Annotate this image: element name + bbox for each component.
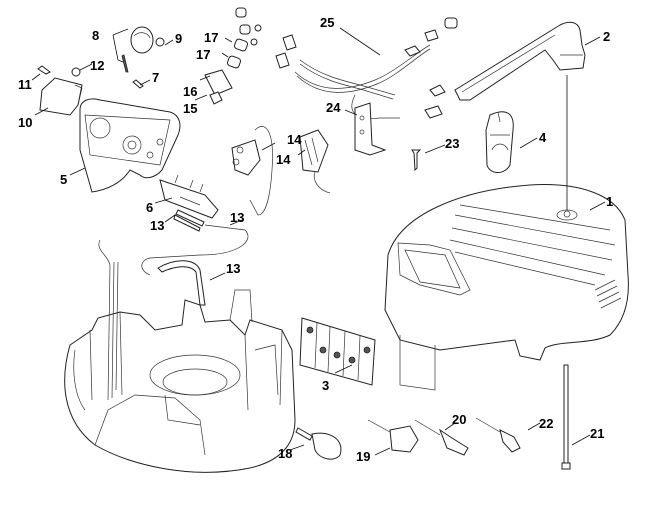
screw-7 [132,79,144,89]
hose-set [294,17,458,119]
callout-6: 6 [146,200,153,215]
plug-au [475,417,521,453]
callout-21: 21 [590,426,604,441]
clip-holder [485,111,514,173]
pressure-switch [159,174,219,219]
callout-20: 20 [452,412,466,427]
callout-11: 11 [18,77,32,92]
plug-us [414,419,469,456]
callout-4: 4 [539,130,547,145]
callout-7: 7 [152,70,159,85]
callout-14b: 14 [276,152,291,167]
label-sticker [299,317,376,386]
fittings [204,7,297,105]
cover-plate [39,77,83,116]
callout-19: 19 [356,449,370,464]
callout-14a: 14 [287,132,302,147]
callout-25: 25 [320,15,334,30]
handle [454,21,586,210]
o-ring [155,37,165,47]
bracket [354,102,387,156]
callout-15: 15 [183,101,197,116]
callout-8: 8 [92,28,99,43]
callout-13c: 13 [226,261,240,276]
callout-23: 23 [445,136,459,151]
callout-24: 24 [326,100,341,115]
callout-13a: 13 [150,218,164,233]
screw-23 [411,149,422,172]
leader-lines [31,27,606,456]
callout-1: 1 [606,194,613,209]
callout-10: 10 [18,115,32,130]
control-panel [79,98,181,193]
plug-eu [295,427,342,460]
long-bolt [561,364,571,470]
washer-12 [71,67,81,77]
callout-17a: 17 [204,30,218,45]
callout-22: 22 [539,416,553,431]
tubes [141,209,249,306]
callout-12: 12 [90,58,104,73]
callout-16: 16 [183,84,197,99]
callout-9: 9 [175,31,182,46]
callout-2: 2 [603,29,610,44]
base-housing [64,239,296,473]
screw-11 [37,65,51,75]
callout-5: 5 [60,172,67,187]
plug-uk [367,419,419,453]
callout-13b: 13 [230,210,244,225]
thermostat [299,129,331,194]
valve [231,126,273,216]
callout-18: 18 [278,446,292,461]
knob [121,26,154,73]
top-cover [384,184,629,391]
callout-17b: 17 [196,47,210,62]
callout-3: 3 [322,378,329,393]
